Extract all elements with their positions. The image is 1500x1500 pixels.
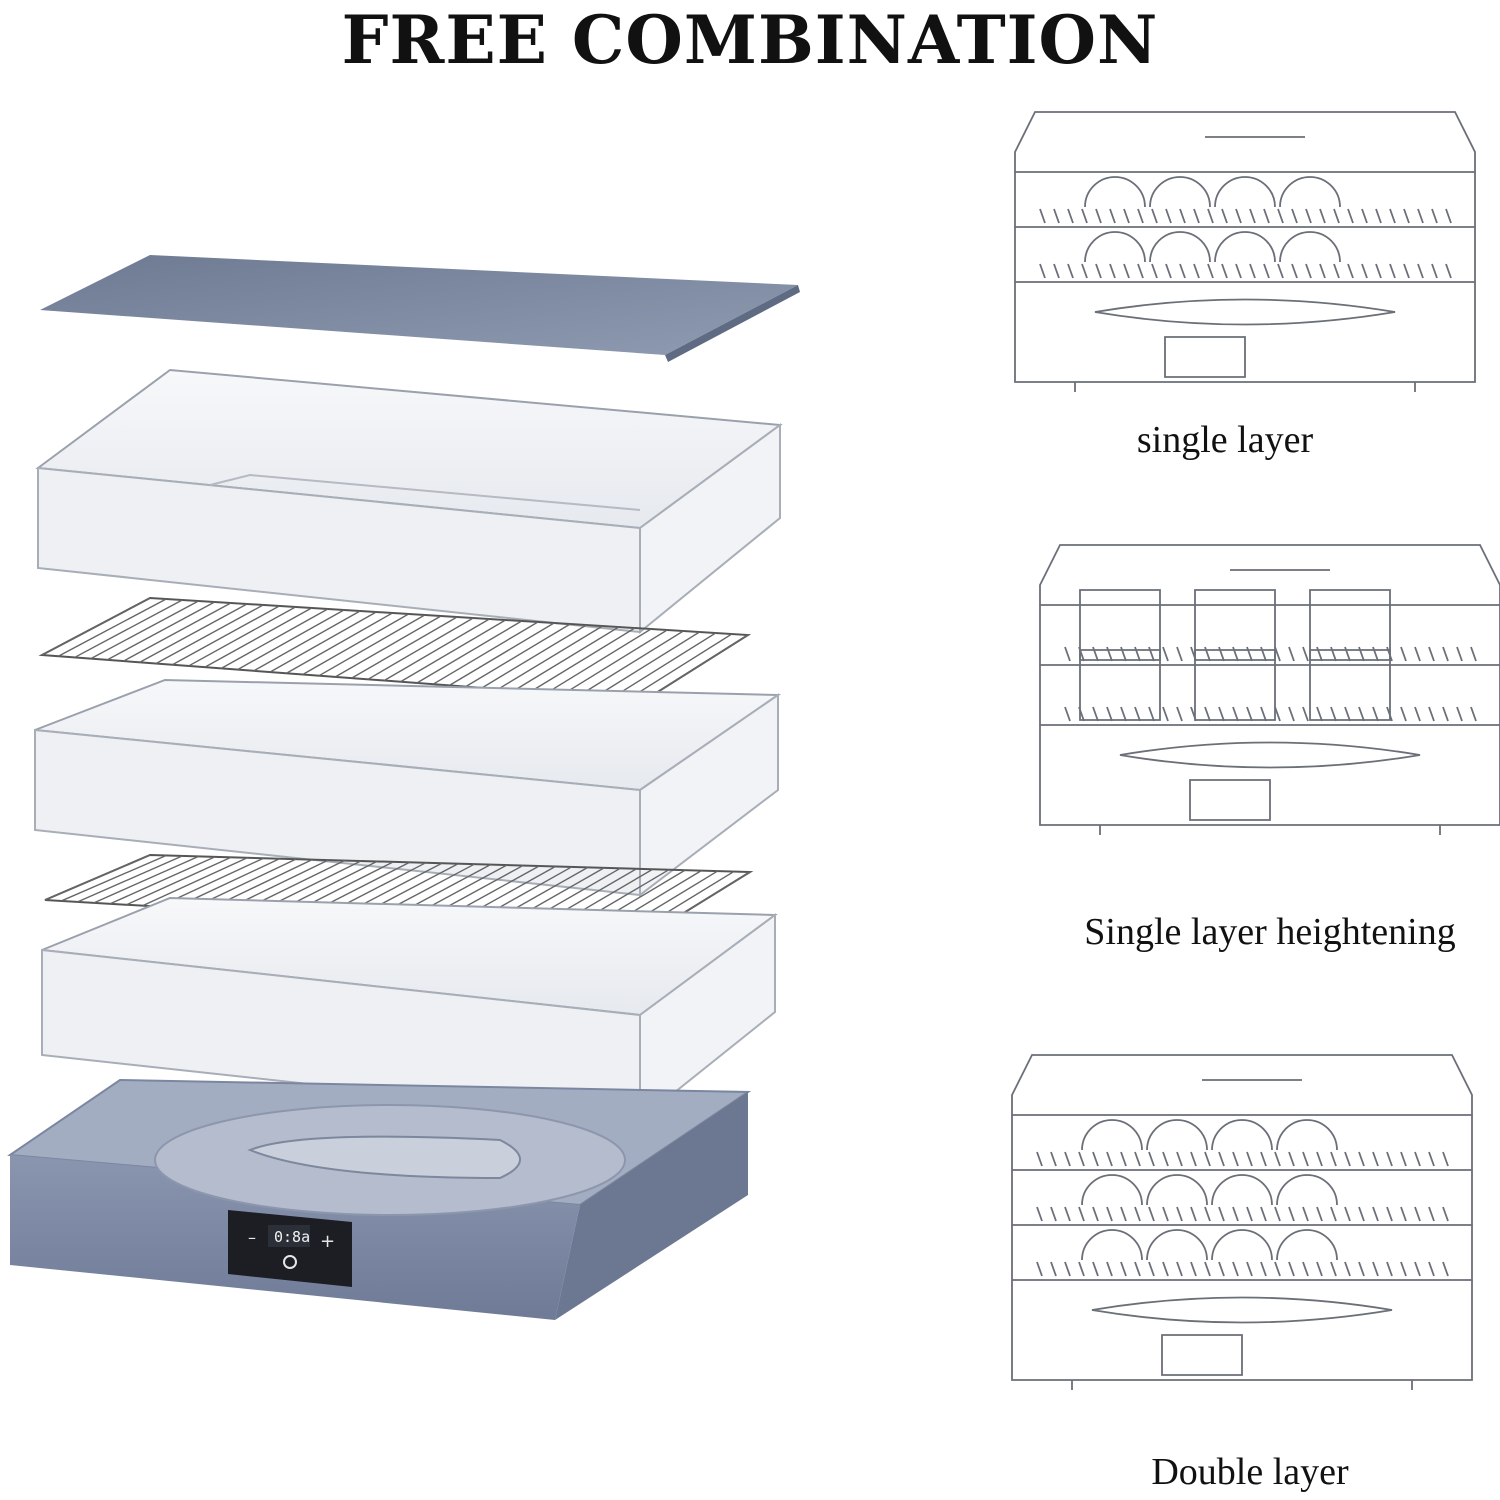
caption-single-layer-heightening: Single layer heightening <box>1084 911 1456 953</box>
wire-rack-1 <box>38 596 752 702</box>
heating-base <box>7 1078 752 1320</box>
caption-double-layer: Double layer <box>1151 1451 1349 1493</box>
caption-single-layer: single layer <box>1136 419 1314 461</box>
tray-bottom <box>41 896 778 1123</box>
minus-button-label[interactable]: – <box>248 1228 256 1247</box>
control-panel: – 0:8a + <box>228 1210 352 1287</box>
tray-middle <box>34 678 782 898</box>
lid <box>40 255 800 362</box>
power-icon[interactable] <box>283 1255 297 1269</box>
tray-top <box>35 368 783 635</box>
plus-button-label[interactable]: + <box>320 1231 335 1252</box>
timer-readout: 0:8a <box>274 1228 310 1246</box>
page-title: FREE COMBINATION <box>341 1 1159 79</box>
timer-display <box>268 1225 310 1247</box>
